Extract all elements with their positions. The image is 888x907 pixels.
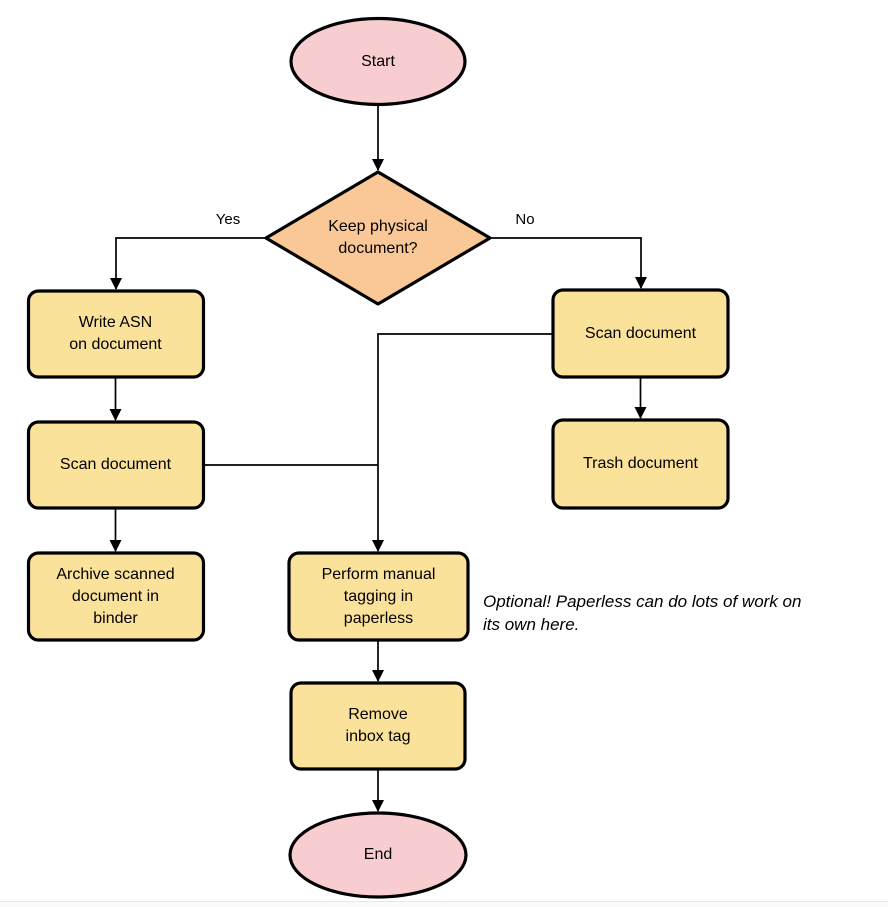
edge-label-no: No	[515, 211, 535, 228]
edge-scan-right-to-tagging	[372, 333, 553, 552]
edge-label-yes: Yes	[215, 211, 241, 228]
start-ellipse	[289, 16, 467, 107]
write-asn-label: Write ASN on document	[69, 314, 162, 353]
tagging-box	[287, 551, 470, 642]
write-asn-box	[26, 289, 206, 379]
end-ellipse	[288, 811, 468, 899]
remove-inbox-label: Remove inbox tag	[345, 706, 411, 745]
trash-box	[551, 418, 730, 510]
bottom-strip	[0, 902, 888, 907]
edge-decision-no-to-scan-right	[490, 237, 647, 289]
trash-label: Trash document	[582, 455, 698, 472]
decision-label: Keep physical document?	[328, 218, 428, 257]
scan-right-box	[551, 288, 730, 379]
tagging-label: Perform manual tagging in paperless	[321, 565, 436, 627]
scan-right-label: Scan document	[584, 324, 697, 342]
edge-decision-yes-to-write-asn	[110, 237, 266, 290]
start-label: Start	[361, 52, 395, 70]
decision-diamond	[264, 170, 492, 306]
optional-note: Optional! Paperless can do lots of work …	[483, 592, 802, 634]
remove-inbox-box	[289, 681, 467, 771]
scan-left-box	[26, 420, 206, 510]
end-label: End	[363, 846, 393, 863]
archive-label: Archive scanned document in binder	[56, 565, 175, 627]
scan-left-label: Scan document	[59, 456, 172, 473]
bottom-divider	[0, 901, 888, 902]
archive-box	[26, 551, 206, 642]
